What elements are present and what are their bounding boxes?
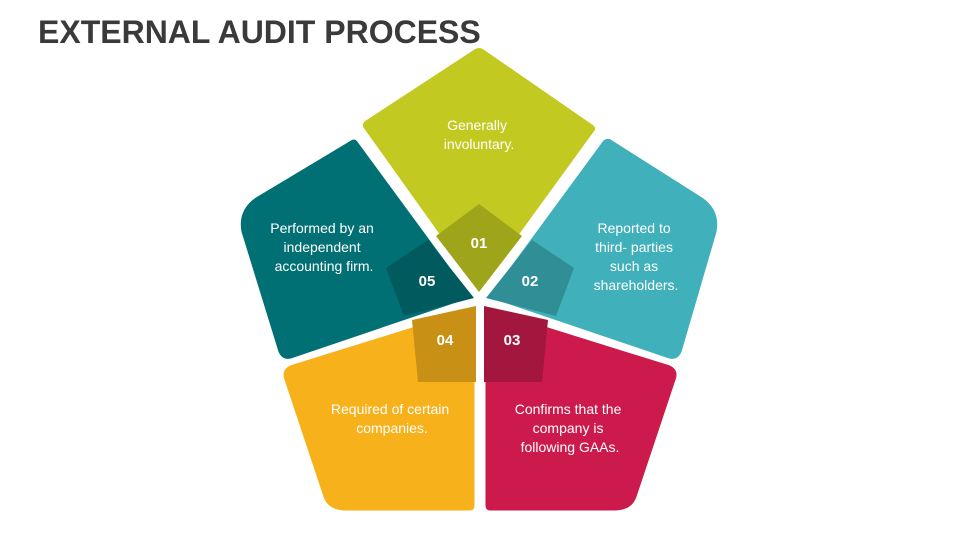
segment-2-description: Reported to third- parties such as share… [594, 220, 679, 293]
segment-4-description: Required of certain companies. [331, 401, 453, 436]
segment-3-inner-wedge [484, 306, 548, 382]
segment-1-inner-wedge [436, 204, 522, 292]
segment-5-description: Performed by an independent accounting f… [270, 220, 377, 274]
page-title: EXTERNAL AUDIT PROCESS [38, 14, 481, 50]
segment-2-number: 02 [522, 273, 539, 290]
segment-outer-1 [359, 45, 599, 294]
segment-2-inner-wedge [486, 240, 574, 316]
segment-3-description: Confirms that the company is following G… [515, 401, 626, 455]
segment-4-number: 04 [437, 332, 454, 349]
segment-5-number: 05 [419, 273, 436, 290]
segment-1-shape[interactable] [359, 45, 599, 294]
segment-5-inner-wedge [386, 240, 474, 316]
segment-4-inner-wedge [412, 306, 476, 382]
segment-3-number: 03 [504, 332, 521, 349]
segment-1-number: 01 [471, 235, 488, 252]
segment-1-description: Generally involuntary. [444, 117, 515, 152]
